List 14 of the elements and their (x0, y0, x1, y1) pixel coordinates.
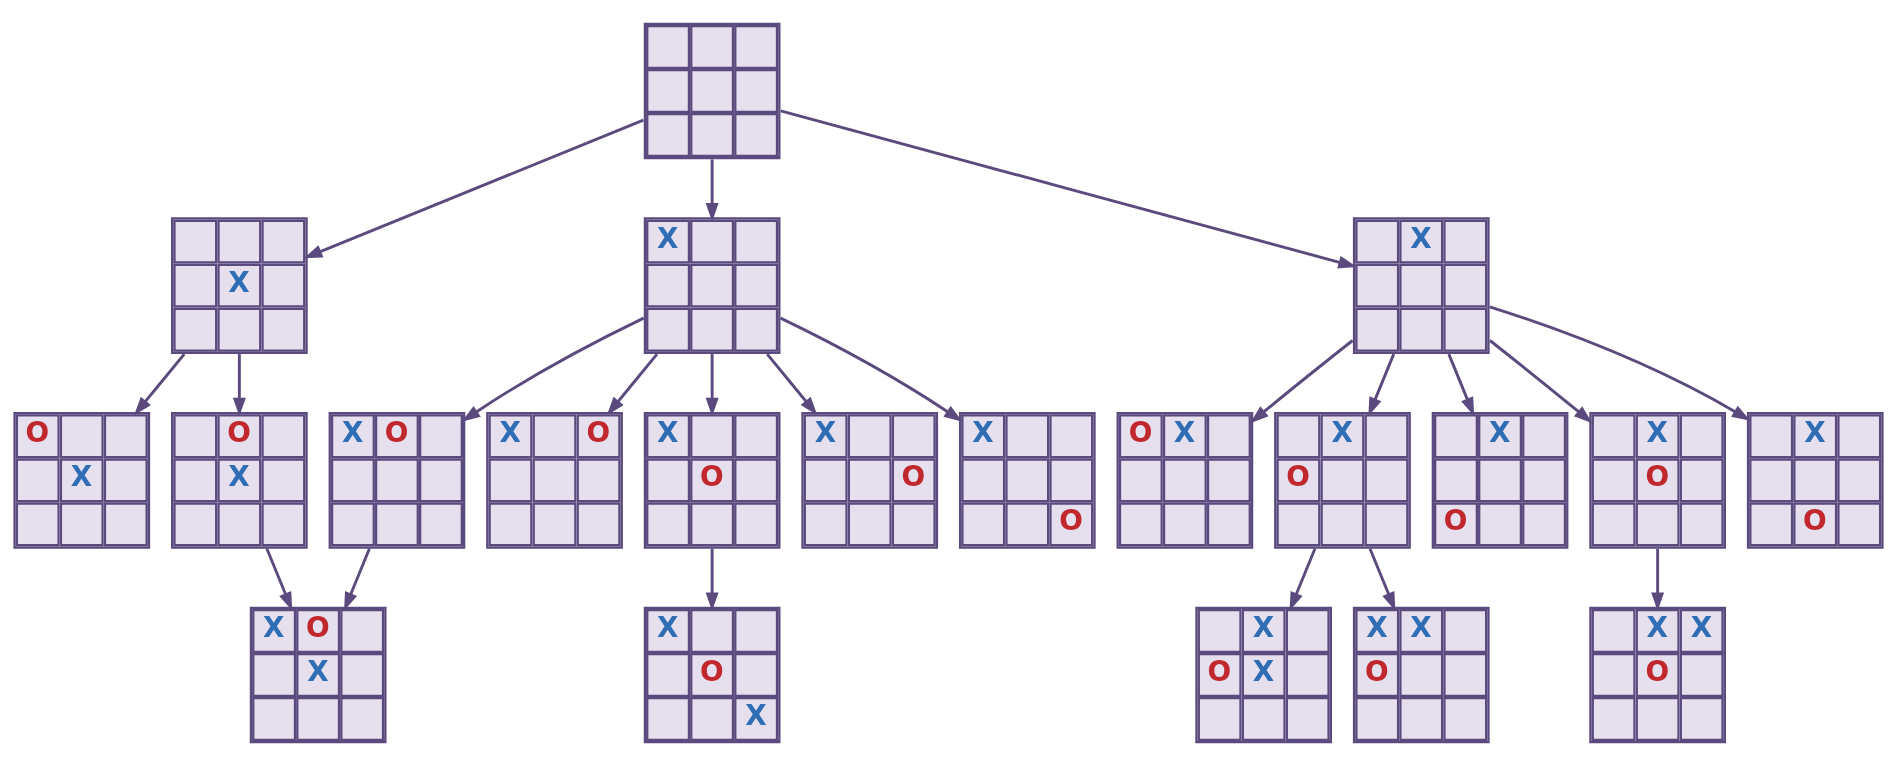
arrow (134, 353, 186, 416)
arrow (705, 354, 719, 417)
arrow (232, 354, 246, 417)
arrow (1250, 339, 1354, 424)
arrow (1489, 339, 1593, 424)
arrow (705, 159, 719, 222)
arrow (780, 109, 1357, 269)
arrow (1447, 353, 1475, 416)
arrow (303, 118, 644, 259)
arrow (606, 353, 659, 416)
arrow (779, 316, 963, 422)
arrow (1489, 305, 1751, 421)
arrow (1368, 353, 1396, 416)
arrow (766, 353, 818, 416)
